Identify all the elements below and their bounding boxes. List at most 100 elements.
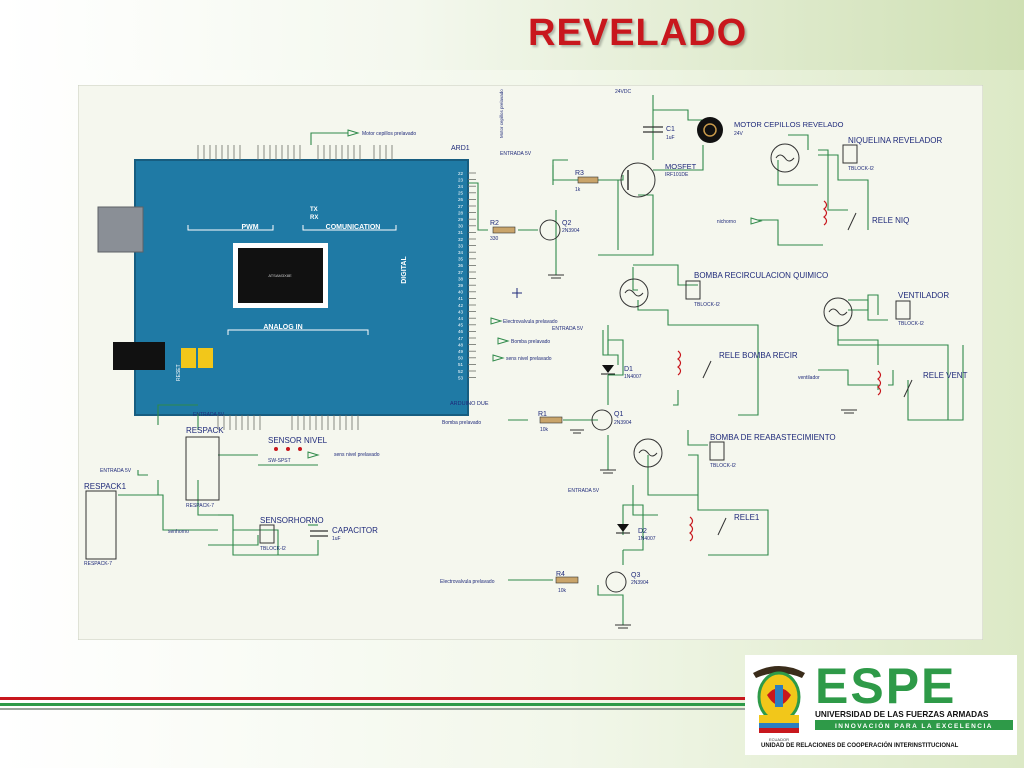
- university-motto: INNOVACIÓN PARA LA EXCELENCIA: [835, 721, 993, 730]
- r4-value: 10k: [558, 588, 567, 594]
- footer-line-grey: [0, 708, 745, 710]
- board-pin-number: 36: [458, 263, 464, 268]
- bomba-reab-ac-icon: [633, 438, 663, 468]
- power-section: C1 1uF MOTOR CEPILLOS REVELADO 24V MOSFE…: [490, 117, 844, 279]
- board-pin-number: 48: [458, 342, 464, 347]
- niquelina-ac-icon: [770, 143, 800, 173]
- niquelina-label: NIQUELINA REVELADOR: [848, 136, 942, 145]
- respack-block: [185, 436, 220, 501]
- r3-value: 1k: [575, 187, 581, 193]
- board-pin-number: 22: [458, 171, 464, 176]
- net-motor-cepillos-vertical: Motor cepillos prelavado: [499, 89, 504, 138]
- respack1-label: RESPACK1: [84, 482, 127, 491]
- r4-label: R4: [556, 571, 565, 578]
- motor-value: 24V: [734, 131, 744, 137]
- net-24vdc: 24VDC: [615, 89, 632, 95]
- sensor-nivel-contact-3: [298, 447, 302, 451]
- mcu-chip: [238, 248, 323, 303]
- board-pin-number: 49: [458, 349, 464, 354]
- q3-label: Q3: [631, 572, 640, 579]
- net-entrada5v-d1: ENTRADA 5V: [552, 326, 584, 332]
- schematic-diagram: ATSAM3X8E PWM COMUNICATION ANALOG IN DIG…: [78, 85, 983, 640]
- analog-in-label: ANALOG IN: [263, 324, 302, 331]
- r2-resistor: [492, 226, 516, 234]
- board-pin-number: 40: [458, 290, 464, 295]
- q1-label: Q1: [614, 411, 623, 418]
- c1-value: 1uF: [666, 135, 675, 141]
- board-pin-number: 53: [458, 375, 464, 380]
- motor-label: MOTOR CEPILLOS REVELADO: [734, 120, 844, 129]
- usb-connector: [97, 206, 144, 253]
- bomba-reab-tblock: [709, 441, 725, 461]
- sensor-nivel-label: SENSOR NIVEL: [268, 436, 328, 445]
- title-band: [0, 0, 1024, 70]
- q1-transistor: [591, 409, 613, 431]
- net-entrada5v-respack1: ENTRADA 5V: [100, 468, 132, 474]
- board-pin-number: 29: [458, 217, 464, 222]
- r2-value: 330: [490, 236, 499, 242]
- board-pin-number: 32: [458, 237, 464, 242]
- board-name-label: ARD1: [451, 145, 470, 152]
- mosfet-label: MOSFET: [665, 162, 697, 171]
- pwm-label: PWM: [241, 224, 258, 231]
- footer-line-red: [0, 697, 745, 700]
- net-motor-cepillos: Motor cepillos prelavado: [362, 131, 416, 137]
- rx-label: RX: [310, 215, 318, 221]
- net-bomba: Bomba prelavado: [511, 339, 550, 345]
- board-pin-number: 43: [458, 309, 464, 314]
- board-caption: ARDUINO DUE: [450, 401, 489, 407]
- c1-label: C1: [666, 126, 675, 133]
- board-pin-number: 33: [458, 243, 464, 248]
- recirculacion-section: BOMBA RECIRCULACION QUIMICO TBLOCK-I2 RE…: [538, 271, 828, 474]
- rele-niq-coil: [823, 200, 828, 226]
- tx-label: TX: [310, 207, 318, 213]
- r3-label: R3: [575, 170, 584, 177]
- net-electrovalvula: Electrovalvula prelavado: [503, 319, 558, 325]
- board-pin-number: 23: [458, 177, 464, 182]
- respack1-block: [85, 490, 117, 560]
- ventilador-section: VENTILADOR TBLOCK-I2 RELE VENT: [823, 291, 968, 414]
- board-pin-number: 30: [458, 224, 464, 229]
- board-pin-number: 31: [458, 230, 464, 235]
- board-pin-number: 45: [458, 323, 464, 328]
- rele-niq-label: RELE NIQ: [872, 216, 909, 225]
- footer-line-green: [0, 703, 745, 706]
- espe-wordmark: ESPE: [815, 658, 956, 714]
- board-pin-number: 38: [458, 276, 464, 281]
- crystal-1: [181, 348, 196, 368]
- board-pin-number: 27: [458, 204, 464, 209]
- mosfet-value: IRF101DE: [665, 172, 689, 178]
- mosfet-icon: [620, 162, 656, 198]
- net-sens-nivel: sens nivel prelavado: [506, 356, 552, 362]
- espe-logo: ECUADOR ESPE UNIVERSIDAD DE LAS FUERZAS …: [745, 655, 1017, 755]
- q1-value: 2N3904: [614, 420, 632, 426]
- power-jack: [113, 342, 165, 370]
- r1-value: 10k: [540, 427, 549, 433]
- net-entrada5v-respack: ENTRADA 5V: [193, 412, 225, 418]
- d2-value: 1N4007: [638, 536, 656, 542]
- net-bomba-q1: Bomba prelavado: [442, 420, 481, 426]
- sensor-nivel-contact-1: [274, 447, 278, 451]
- board-pin-number: 47: [458, 336, 464, 341]
- net-senhorno: senhorno: [168, 529, 189, 535]
- sensorhorno-label: SENSORHORNO: [260, 516, 324, 525]
- net-labels: Motor cepillos prelavado Motor cepillos …: [100, 89, 820, 585]
- rele-vent-switch: [903, 379, 913, 398]
- net-ventilador: ventilador: [798, 375, 820, 381]
- board-pin-number: 37: [458, 270, 464, 275]
- rele-niq-switch: [847, 212, 857, 231]
- motto-bar: [815, 720, 1013, 730]
- r1-resistor: [539, 416, 563, 424]
- sensorhorno-tblock-label: TBLOCK-I2: [260, 546, 286, 552]
- board-pin-number: 46: [458, 329, 464, 334]
- board-pin-number: 24: [458, 184, 464, 189]
- bottom-pin-header: [217, 415, 359, 430]
- q2-value: 2N3904: [562, 228, 580, 234]
- niquelina-section: NIQUELINA REVELADOR TBLOCK-I2 RELE NIQ: [770, 136, 942, 231]
- arduino-due-board: ATSAM3X8E PWM COMUNICATION ANALOG IN DIG…: [97, 145, 489, 430]
- r4-resistor: [555, 576, 579, 584]
- top-pin-header: [197, 145, 393, 160]
- ventilador-ac-icon: [823, 297, 853, 327]
- bomba-recirc-label: BOMBA RECIRCULACION QUIMICO: [694, 271, 828, 280]
- board-pin-number: 28: [458, 210, 464, 215]
